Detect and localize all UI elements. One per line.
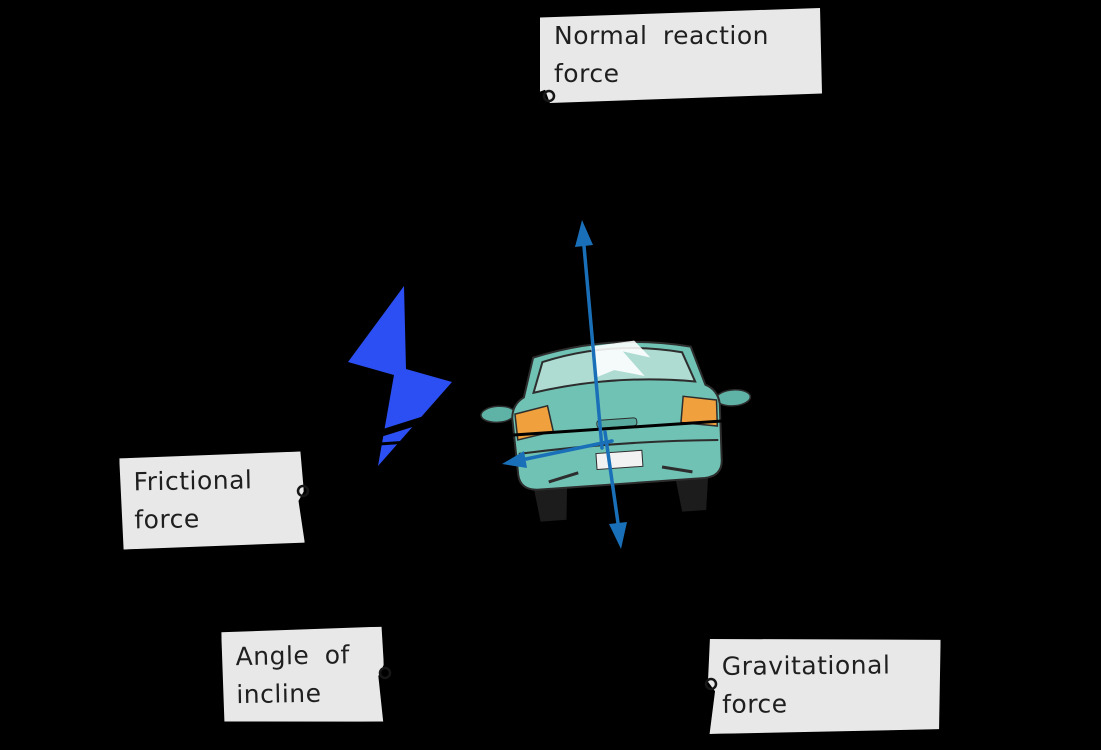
incline-surface-line [319, 407, 901, 450]
car-bumper-line [518, 438, 719, 455]
lightning-bolt-icon [348, 286, 452, 466]
car-rear-window [532, 347, 697, 395]
car-left-mirror [480, 405, 516, 424]
label-text-line: Frictional [133, 465, 253, 497]
label-text-line: incline [236, 678, 322, 709]
car-left-wheel [531, 473, 568, 522]
gravitational-force-arrow [603, 430, 627, 549]
lightning-bolt-split [364, 410, 444, 442]
normal-reaction-arrow [575, 220, 604, 450]
label-frictional-force: Frictional force [119, 451, 305, 549]
label-text-line: force [554, 58, 620, 88]
friction-arrow-head [502, 451, 527, 468]
label-text-line: force [722, 688, 788, 719]
watermark-highlight [590, 340, 651, 378]
car-rear-icon [480, 340, 752, 522]
label-text-line: Normal reaction [554, 21, 769, 50]
gravity-arrow-shaft [603, 430, 620, 525]
car-bumper-vent-right [661, 465, 693, 474]
label-angle-of-incline: Angle of incline [221, 627, 385, 725]
car-right-mirror [715, 388, 752, 407]
car-bumper-vent-left [548, 471, 579, 484]
label-text-line: force [134, 503, 201, 534]
normal-arrow-head [575, 220, 593, 247]
gravity-arrow-head [609, 522, 627, 549]
leader-curl-angle [378, 666, 392, 680]
label-normal-reaction-force: Normal reaction force [540, 8, 822, 103]
lightning-bolt-shape [348, 286, 452, 466]
label-text-line: Angle of [235, 640, 351, 672]
car-body [511, 340, 723, 491]
car-trunk-handle [596, 417, 638, 429]
label-text-line: Gravitational [721, 650, 891, 681]
label-gravitational-force: Gravitational force [708, 637, 942, 734]
car-left-taillight [514, 404, 555, 441]
normal-arrow-shaft [582, 244, 604, 450]
car-right-wheel [673, 463, 709, 512]
car-right-taillight [680, 395, 719, 427]
friction-arrow-shaft [524, 439, 614, 461]
frictional-force-arrow [502, 439, 614, 468]
car-license-plate [595, 449, 644, 471]
